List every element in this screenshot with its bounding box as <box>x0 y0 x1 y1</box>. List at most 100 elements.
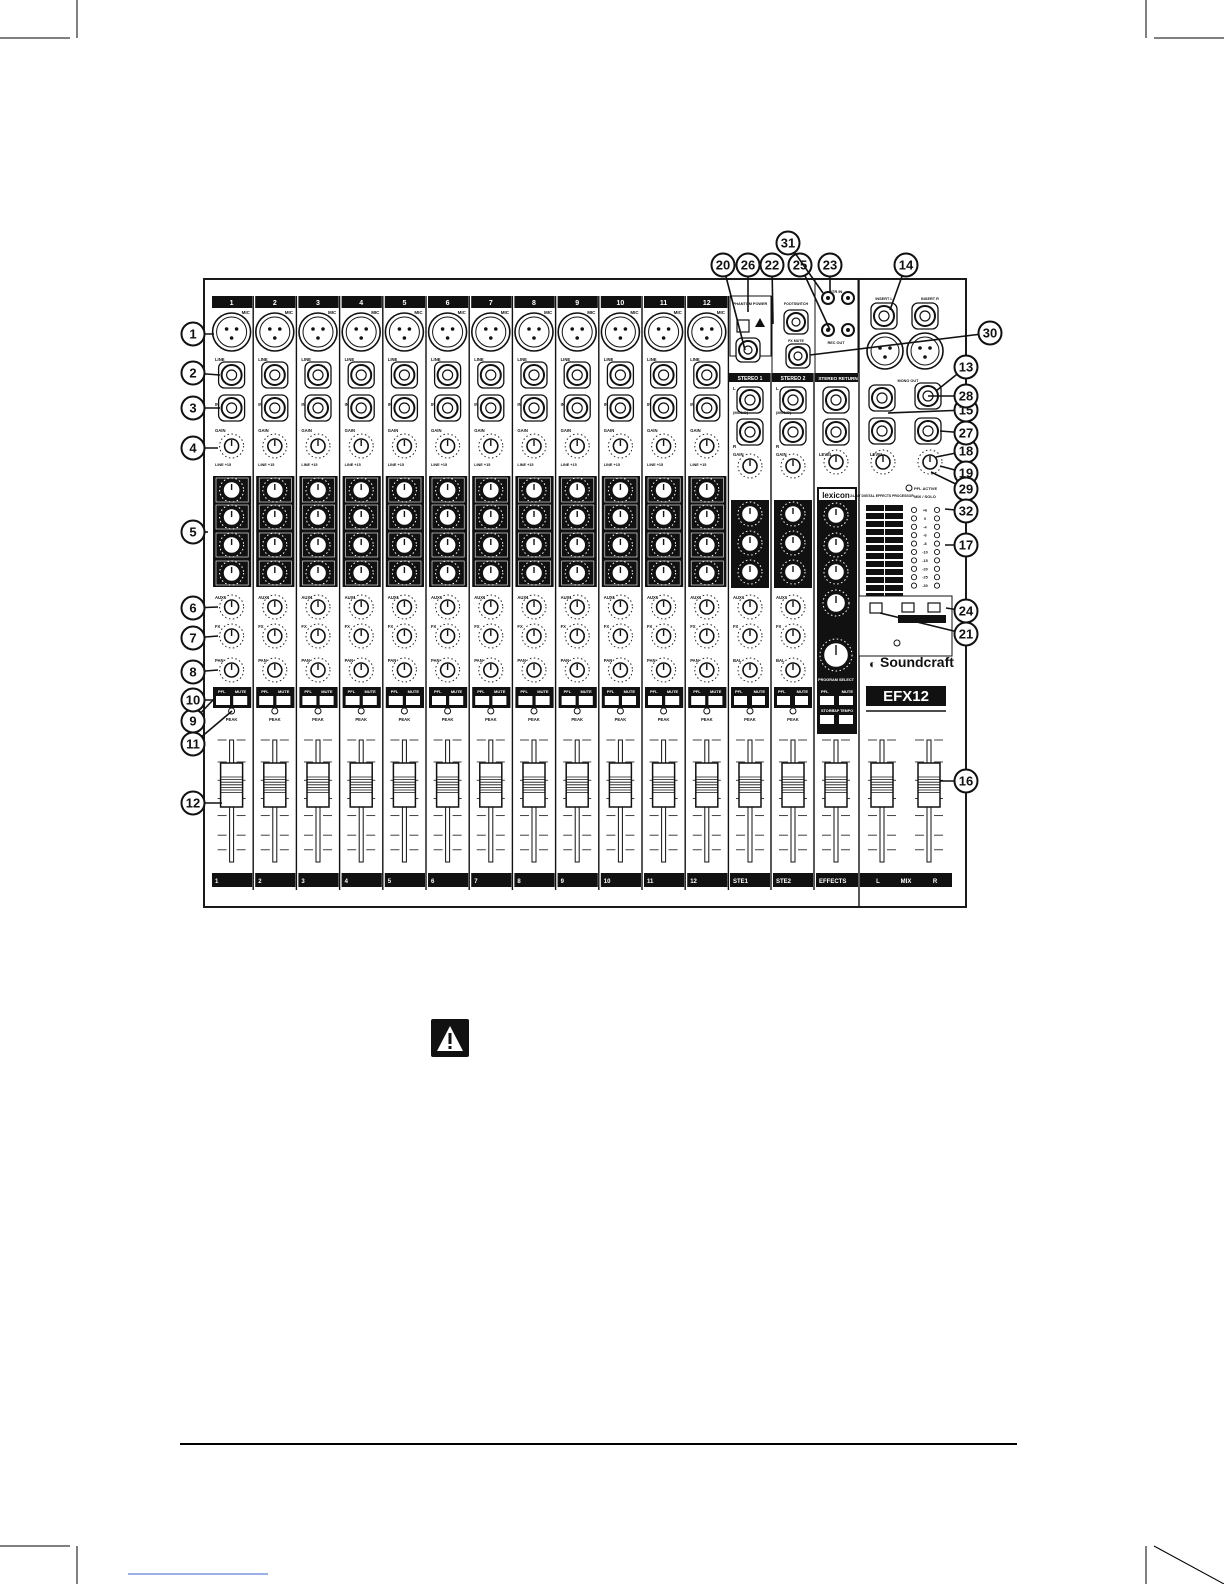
line-input-jack[interactable] <box>261 361 289 389</box>
pan-knob[interactable] <box>305 657 331 683</box>
fader-cap[interactable] <box>651 762 676 808</box>
eq-knob-3[interactable] <box>219 532 245 558</box>
pfl-button[interactable] <box>561 696 576 705</box>
fx-knob[interactable] <box>564 623 590 649</box>
phones-jack[interactable] <box>914 417 942 445</box>
gain-knob[interactable] <box>564 433 590 459</box>
eq-knob-2[interactable] <box>435 504 461 530</box>
mute-button[interactable] <box>535 696 550 705</box>
pfl-button[interactable] <box>302 696 317 705</box>
monitor-r-jack[interactable] <box>868 417 896 445</box>
program-select-knob[interactable] <box>819 638 853 672</box>
fx-pfl-button[interactable] <box>820 696 834 705</box>
mic-input-xlr[interactable] <box>254 312 295 352</box>
eq-knob-4[interactable] <box>348 560 374 586</box>
mic-input-xlr[interactable] <box>600 312 641 352</box>
to-mix-button[interactable] <box>927 602 941 613</box>
channel-fader[interactable] <box>520 739 548 863</box>
pfl-button[interactable] <box>734 696 747 705</box>
pfl-button[interactable] <box>259 696 274 705</box>
mute-button[interactable] <box>449 696 464 705</box>
eq-knob-3[interactable] <box>780 559 806 585</box>
fader-cap[interactable] <box>781 762 805 808</box>
gain-knob[interactable] <box>262 433 288 459</box>
rca-jack[interactable] <box>841 323 855 337</box>
eq-knob-3[interactable] <box>391 532 417 558</box>
pan-knob[interactable] <box>478 657 504 683</box>
mic-input-xlr[interactable] <box>427 312 468 352</box>
eq-knob-1[interactable] <box>780 501 806 527</box>
fx-knob[interactable] <box>737 623 763 649</box>
eq-knob-1[interactable] <box>607 477 633 503</box>
fader-cap[interactable] <box>349 762 373 808</box>
post-pre-switch[interactable] <box>869 602 883 614</box>
channel-fader[interactable] <box>260 739 289 863</box>
fader-cap[interactable] <box>870 762 894 808</box>
channel-fader[interactable] <box>304 739 332 863</box>
channel-fader[interactable] <box>347 739 376 863</box>
aux1-knob[interactable] <box>348 594 374 620</box>
eq-knob-2[interactable] <box>391 504 417 530</box>
fx-knob-1[interactable] <box>823 502 849 528</box>
mic-input-xlr[interactable] <box>557 312 598 352</box>
eq-knob-4[interactable] <box>219 560 245 586</box>
fader-cap[interactable] <box>392 762 417 808</box>
return-left-jack[interactable] <box>822 386 850 414</box>
pan-knob[interactable] <box>435 657 461 683</box>
eq-knob-2[interactable] <box>521 504 547 530</box>
insert-jack[interactable] <box>477 394 505 422</box>
stereo-right-jack[interactable] <box>736 418 764 446</box>
eq-knob-3[interactable] <box>262 532 288 558</box>
line-input-jack[interactable] <box>649 361 678 389</box>
eq-knob-3[interactable] <box>305 532 331 558</box>
eq-knob-1[interactable] <box>478 477 504 503</box>
monitor-button[interactable] <box>901 602 915 613</box>
channel-fader[interactable] <box>692 739 721 863</box>
pfl-out-jack[interactable] <box>785 343 811 369</box>
line-input-jack[interactable] <box>693 361 721 389</box>
fader-cap[interactable] <box>824 762 848 808</box>
line-input-jack[interactable] <box>304 361 332 389</box>
gain-knob[interactable] <box>694 433 720 459</box>
channel-fader[interactable] <box>217 739 246 863</box>
mic-input-xlr[interactable] <box>686 312 727 352</box>
fader-cap[interactable] <box>479 762 503 808</box>
eq-knob-2[interactable] <box>694 504 720 530</box>
main-out-r-xlr[interactable] <box>906 332 944 370</box>
stereo-right-jack[interactable] <box>779 418 807 446</box>
eq-knob-2[interactable] <box>478 504 504 530</box>
mute-button[interactable] <box>276 696 291 705</box>
pfl-button[interactable] <box>777 696 790 705</box>
mic-input-xlr[interactable] <box>211 312 252 352</box>
eq-knob-2[interactable] <box>607 504 633 530</box>
line-input-jack[interactable] <box>606 361 635 389</box>
insert-jack[interactable] <box>304 394 332 422</box>
insert-jack[interactable] <box>693 394 721 422</box>
fader-cap[interactable] <box>263 762 287 808</box>
pan-knob[interactable] <box>651 657 677 683</box>
gain-knob[interactable] <box>219 433 245 459</box>
insert-jack[interactable] <box>261 394 289 422</box>
line-input-jack[interactable] <box>520 361 548 389</box>
mic-input-xlr[interactable] <box>643 312 684 352</box>
eq-knob-2[interactable] <box>348 504 374 530</box>
mic-input-xlr[interactable] <box>384 312 425 352</box>
insert-jack[interactable] <box>520 394 548 422</box>
eq-knob-2[interactable] <box>564 504 590 530</box>
mic-input-xlr[interactable] <box>514 312 554 352</box>
fader-cap[interactable] <box>738 762 762 808</box>
aux1-knob[interactable] <box>305 594 331 620</box>
stereo-left-jack[interactable] <box>779 386 807 414</box>
bal-knob[interactable] <box>737 657 763 683</box>
pan-knob[interactable] <box>262 657 288 683</box>
gain-knob[interactable] <box>651 433 677 459</box>
pan-knob[interactable] <box>564 657 590 683</box>
gain-knob[interactable] <box>305 433 331 459</box>
mute-button[interactable] <box>233 696 248 705</box>
return-level-knob[interactable] <box>823 449 849 475</box>
fx-knob[interactable] <box>478 623 504 649</box>
fader-cap[interactable] <box>522 762 546 808</box>
effects-fader[interactable] <box>822 739 850 863</box>
pfl-button[interactable] <box>388 696 403 705</box>
eq-knob-3[interactable] <box>651 532 677 558</box>
